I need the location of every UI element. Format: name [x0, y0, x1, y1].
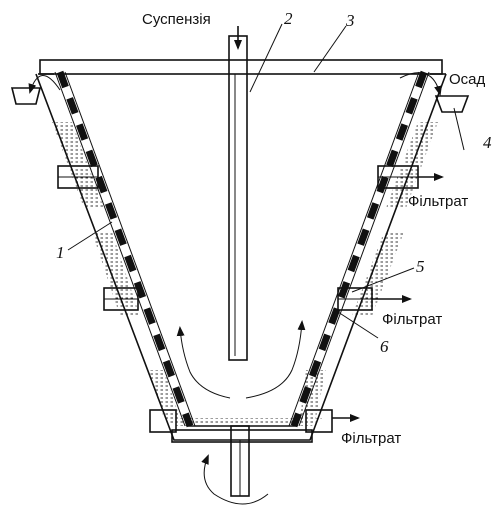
filtrate-liquid-areas	[52, 122, 438, 426]
filtrate-outlet-left-lower	[149, 409, 177, 433]
part-number-1: 1	[56, 243, 65, 262]
part-number-3: 3	[345, 11, 355, 30]
filtrate-label-upper: Фільтрат	[408, 193, 468, 210]
filtrate-arrows	[332, 173, 444, 422]
suspension-flow-arrows	[176, 320, 306, 399]
leader-lines	[67, 23, 465, 339]
rotation-arrow	[201, 454, 269, 505]
drive-shaft	[230, 425, 250, 497]
sediment-flow-arrows	[28, 72, 442, 96]
sediment-trough-right	[434, 95, 470, 113]
part-number-4: 4	[483, 133, 492, 152]
part-number-2: 2	[284, 9, 293, 28]
filtrate-outlet-left-middle	[103, 287, 139, 311]
sediment-label: Осад	[449, 71, 486, 88]
filtrate-label-middle: Фільтрат	[382, 311, 442, 328]
filtrate-outlet-right-lower	[305, 409, 333, 433]
filter-wall-right	[288, 70, 430, 428]
top-cover	[39, 59, 443, 75]
filtrate-outlet-left-upper	[57, 165, 99, 189]
part-number-5: 5	[416, 257, 425, 276]
part-number-6: 6	[380, 337, 389, 356]
feed-pipe	[228, 35, 248, 361]
filter-wall-left	[54, 70, 196, 428]
suspension-label: Суспензія	[142, 11, 211, 28]
filtrate-label-lower: Фільтрат	[341, 430, 401, 447]
sediment-trough-left	[10, 87, 42, 105]
